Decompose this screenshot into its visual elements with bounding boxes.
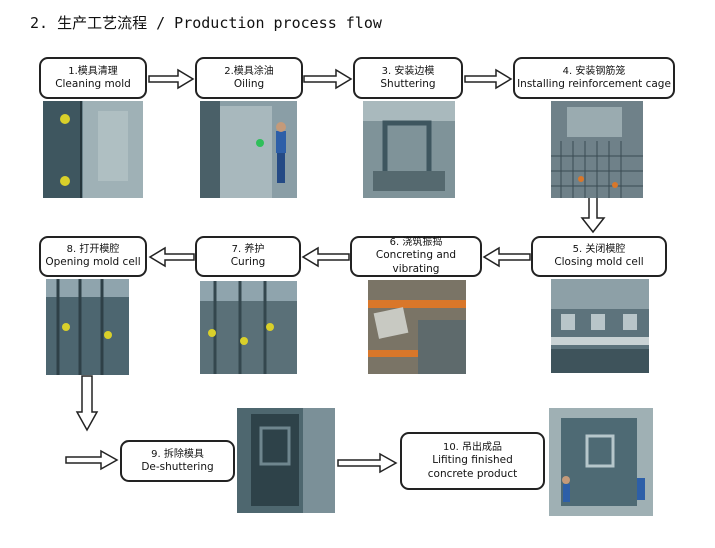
step-4-en: Installing reinforcement cage xyxy=(517,77,671,90)
step-10-lifting-finished-product: 10. 吊出成品 Lifiting finished concrete prod… xyxy=(400,432,545,490)
step-7-en: Curing xyxy=(230,256,266,269)
step-1-cleaning-mold: 1.模具清理 Cleaning mold xyxy=(39,57,147,99)
photo-reinforcement-cage xyxy=(551,101,643,198)
step-6-concreting-and-vibrating: 6. 浇筑振捣 Concreting and vibrating xyxy=(350,236,482,277)
step-1-en: Cleaning mold xyxy=(55,77,131,90)
step-4-installing-reinforcement-cage: 4. 安装钢筋笼 Installing reinforcement cage xyxy=(513,57,675,99)
step-8-en: Opening mold cell xyxy=(45,256,141,269)
step-2-oiling: 2.模具涂油 Oiling xyxy=(195,57,303,99)
step-8-opening-mold-cell: 8. 打开模腔 Opening mold cell xyxy=(39,236,147,277)
step-10-zh: 10. 吊出成品 xyxy=(442,441,503,453)
step-8-zh: 8. 打开模腔 xyxy=(66,244,120,256)
step-7-curing: 7. 养护 Curing xyxy=(195,236,301,277)
photo-concreting-vibrating xyxy=(368,280,466,374)
step-1-zh: 1.模具清理 xyxy=(68,65,118,77)
photo-oiling xyxy=(200,101,297,198)
photo-opening-mold-cell xyxy=(46,279,129,375)
arrow-8-9-down xyxy=(75,375,99,432)
arrow-9-10 xyxy=(337,452,398,474)
step-5-en: Closing mold cell xyxy=(554,256,644,269)
arrow-5-6 xyxy=(482,246,531,268)
arrow-1-2 xyxy=(148,68,195,90)
step-9-de-shuttering: 9. 拆除模具 De-shuttering xyxy=(120,440,235,482)
step-2-zh: 2.模具涂油 xyxy=(224,65,274,77)
step-5-zh: 5. 关闭模腔 xyxy=(572,244,626,256)
step-5-closing-mold-cell: 5. 关闭模腔 Closing mold cell xyxy=(531,236,667,277)
step-9-zh: 9. 拆除模具 xyxy=(151,448,204,460)
step-4-zh: 4. 安装钢筋笼 xyxy=(562,65,626,77)
step-9-en: De-shuttering xyxy=(141,460,214,473)
arrow-7-8 xyxy=(148,246,195,268)
step-7-zh: 7. 养护 xyxy=(231,244,265,256)
step-10-en-line1: Lifiting finished xyxy=(432,453,513,466)
page-heading: 2. 生产工艺流程 / Production process flow xyxy=(30,14,382,32)
photo-curing xyxy=(200,281,297,374)
photo-closing-mold-cell xyxy=(551,279,649,373)
arrow-8-9-right xyxy=(65,449,119,471)
photo-de-shuttering xyxy=(237,408,335,513)
step-3-zh: 3. 安装边模 xyxy=(381,65,435,77)
arrow-3-4 xyxy=(464,68,513,90)
arrow-4-5 xyxy=(580,195,606,234)
photo-lifting-finished-product xyxy=(549,408,653,516)
step-3-en: Shuttering xyxy=(380,77,436,90)
step-3-shuttering: 3. 安装边模 Shuttering xyxy=(353,57,463,99)
arrow-2-3 xyxy=(303,68,353,90)
photo-shuttering xyxy=(363,101,455,198)
step-6-en: Concreting and vibrating xyxy=(375,249,457,275)
step-2-en: Oiling xyxy=(233,77,265,90)
arrow-6-7 xyxy=(301,246,350,268)
step-10-en-line2: concrete product xyxy=(427,467,518,480)
step-6-zh: 6. 浇筑振捣 xyxy=(389,237,443,249)
photo-cleaning-mold xyxy=(43,101,143,198)
